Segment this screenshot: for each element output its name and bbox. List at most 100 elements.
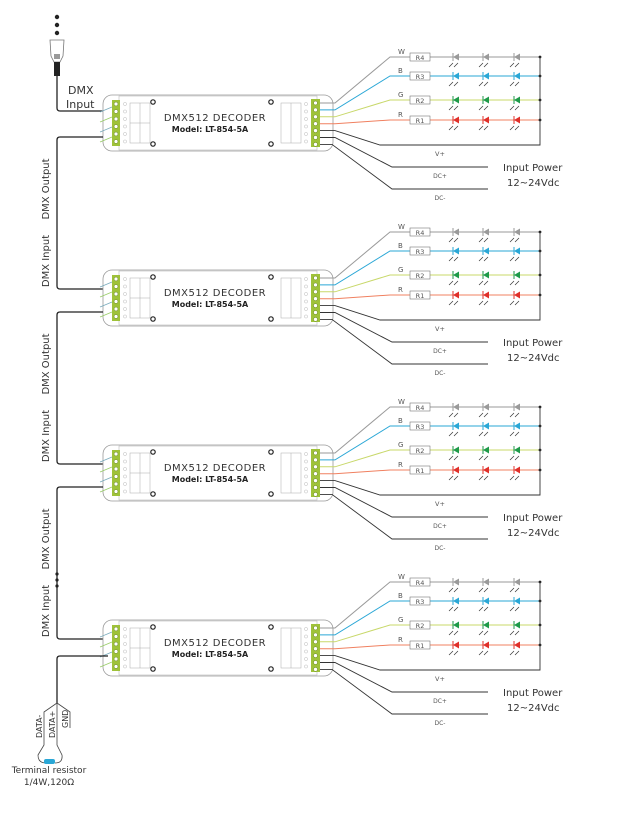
terminal-screw: [313, 464, 318, 470]
light-emission-icon: [509, 650, 520, 656]
led-icon: [514, 53, 520, 61]
terminal-hole: [304, 132, 308, 136]
dmx-output-label: DMX Output: [41, 508, 52, 569]
dcminus-wire: [320, 318, 488, 365]
light-emission-icon: [448, 431, 459, 437]
input-power-label: Input Power: [503, 513, 563, 524]
light-emission-icon: [478, 650, 489, 656]
terminal-screw: [313, 485, 318, 490]
terminal-hole: [123, 467, 127, 471]
resistor-icon: [409, 115, 431, 125]
light-emission-icon: [478, 455, 489, 461]
resistor-label: R3: [416, 598, 425, 606]
xlr-plug-grip: [54, 54, 60, 59]
resistor-icon: [409, 290, 431, 300]
terminal-hole: [123, 634, 127, 639]
dcminus-label: DC-: [435, 720, 446, 727]
dcminus-wire: [320, 493, 488, 540]
terminal-screw: [313, 471, 318, 476]
mounting-hole: [268, 316, 274, 322]
dcplus-label: DC+: [433, 523, 447, 530]
terminal-screw: [313, 296, 318, 301]
terminal-screw: [313, 492, 318, 497]
led-icon: [514, 466, 520, 474]
led-icon: [483, 597, 489, 605]
light-emission-icon: [509, 256, 520, 262]
terminal-hole: [304, 299, 308, 304]
channel-wire: [320, 406, 540, 454]
resistor-label: R2: [416, 272, 425, 280]
light-emission-icon: [448, 412, 459, 418]
led-icon: [514, 291, 520, 299]
terminal-hole: [123, 102, 127, 106]
channel-wire: [320, 425, 540, 461]
channel-wire: [320, 449, 540, 468]
terminal-hole: [304, 124, 308, 129]
terminal-hole: [304, 634, 308, 639]
input-pigtail: [99, 476, 113, 483]
light-emission-icon: [448, 237, 459, 243]
terminal-hole: [304, 657, 308, 661]
dcminus-label: DC-: [435, 545, 446, 552]
led-icon: [483, 422, 489, 430]
channel-letter: B: [398, 592, 403, 600]
led-icon: [453, 403, 459, 411]
dcplus-label: DC+: [433, 348, 447, 355]
mounting-hole: [268, 624, 274, 630]
terminal-hole: [123, 292, 127, 296]
dmx-chain-cable: [56, 486, 103, 640]
channel-wire: [320, 624, 540, 643]
dmx-output-label: DMX Output: [41, 158, 52, 219]
terminal-screw: [113, 489, 119, 494]
terminal-hole: [304, 642, 308, 646]
decoder-body: [118, 445, 318, 501]
terminal-screw: [313, 282, 318, 288]
resistor-icon: [409, 52, 431, 62]
terminal-screw: [113, 284, 119, 289]
terminal-screw: [113, 116, 119, 122]
resistor-icon: [409, 421, 431, 431]
terminal-screw: [313, 632, 318, 638]
terminal-screw: [313, 114, 318, 120]
channel-letter: G: [398, 441, 403, 449]
led-icon: [453, 271, 459, 279]
channel-wire: [320, 56, 540, 104]
mounting-hole: [268, 666, 274, 672]
light-emission-icon: [509, 412, 520, 418]
resistor-label: R1: [416, 467, 425, 475]
resistor-icon: [409, 577, 431, 587]
led-icon: [453, 72, 459, 80]
dcminus-wire: [320, 668, 488, 715]
terminal-screw: [313, 450, 318, 456]
mounting-hole: [150, 99, 156, 105]
input-terminal-block: [112, 450, 120, 496]
terminal-hole: [304, 307, 308, 311]
channel-letter: W: [398, 573, 405, 581]
terminal-screw: [113, 451, 119, 457]
light-emission-icon: [448, 587, 459, 593]
input-pigtail: [99, 466, 113, 473]
terminal-screw: [313, 625, 318, 631]
light-emission-icon: [509, 62, 520, 68]
light-emission-icon: [448, 630, 459, 636]
terminal-screw: [113, 474, 119, 479]
led-icon: [514, 422, 520, 430]
light-emission-icon: [478, 125, 489, 131]
terminal-hole: [123, 489, 127, 494]
light-emission-icon: [509, 587, 520, 593]
input-pigtail: [99, 486, 113, 493]
light-emission-icon: [509, 431, 520, 437]
mounting-hole: [150, 491, 156, 497]
mounting-hole: [268, 99, 274, 105]
channel-wire: [320, 119, 540, 125]
terminal-screw: [313, 303, 318, 308]
light-emission-icon: [448, 606, 459, 612]
decoder-model: Model: LT-854-5A: [172, 650, 249, 659]
led-icon: [483, 578, 489, 586]
resistor-label: R3: [416, 423, 425, 431]
terminal-screw: [113, 641, 119, 647]
channel-letter: W: [398, 398, 405, 406]
decoder-model: Model: LT-854-5A: [172, 125, 249, 134]
vplus-label: V+: [435, 500, 445, 508]
terminal-screw: [113, 459, 119, 464]
